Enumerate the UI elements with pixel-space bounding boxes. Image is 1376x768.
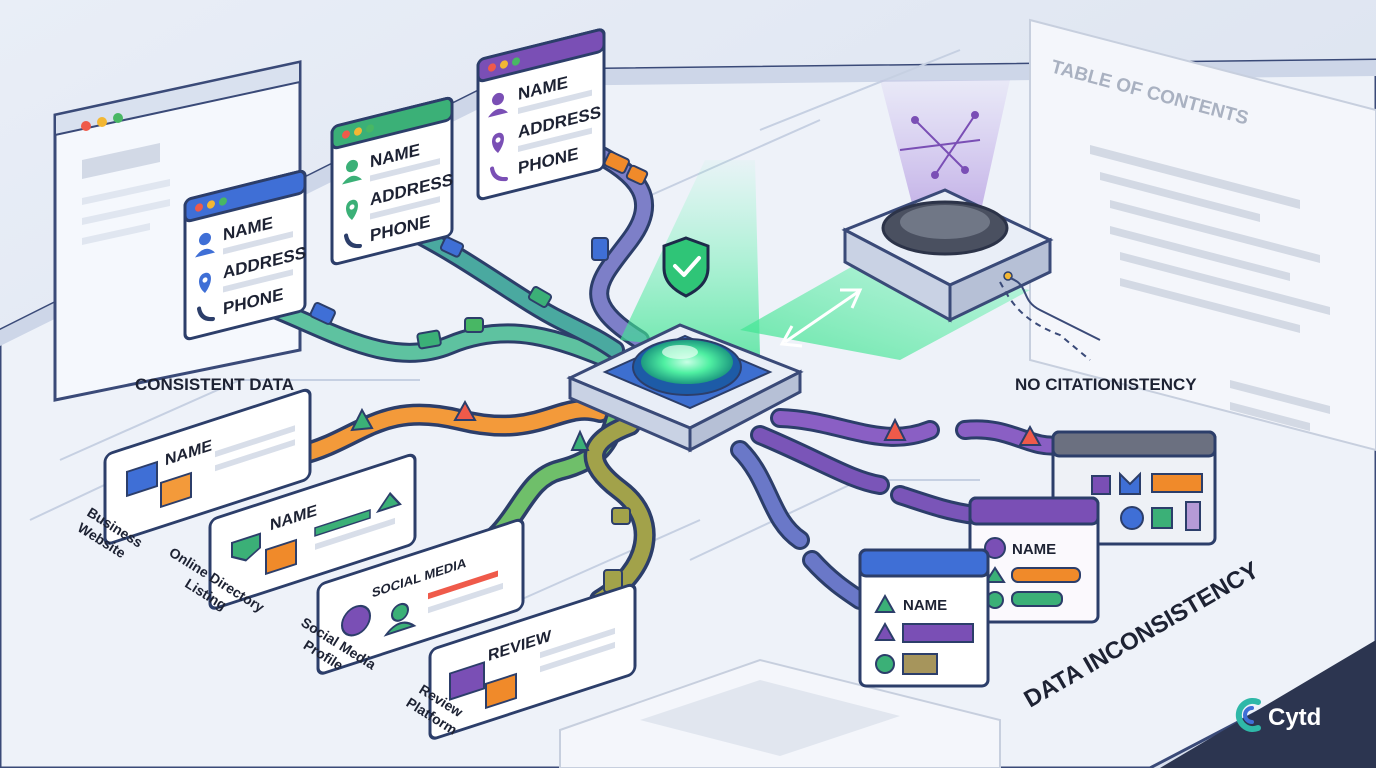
ai-node — [841, 80, 1101, 361]
board-traces — [29, 49, 1201, 601]
source-card-business: NAME — [103, 388, 312, 545]
phone-icon — [344, 233, 362, 249]
profile-card-purple: NAME ADDRESS PHONE — [476, 28, 606, 201]
data-packets — [309, 150, 649, 350]
no-citation-label: NO CITATIONISTENCY — [1015, 375, 1197, 394]
person-icon — [195, 232, 215, 258]
network-icon — [899, 111, 981, 179]
location-pin-icon — [346, 199, 358, 221]
dark-corner — [1160, 640, 1376, 768]
front-card-title: NAME — [903, 597, 947, 614]
person-icon — [488, 92, 508, 118]
middle-card-title: NAME — [1012, 541, 1056, 558]
source-card-social: SOCIAL MEDIA — [316, 518, 525, 675]
source-card-directory: NAME — [208, 453, 417, 610]
person-icon — [342, 159, 362, 185]
phone-icon — [197, 306, 215, 322]
consistent-data-label: CONSISTENT DATA — [135, 375, 294, 394]
source-card-review: REVIEW — [428, 583, 637, 740]
toc-panel: TABLE OF CONTENTS — [1029, 18, 1376, 452]
broken-pipes — [730, 408, 1070, 610]
source-markers — [350, 399, 631, 593]
inconsistent-card-middle: NAME — [968, 496, 1100, 624]
window-dot-red — [81, 121, 91, 131]
bottom-document — [559, 658, 1001, 768]
bidirectional-arrow — [779, 288, 863, 348]
profile-card-blue: NAME ADDRESS PHONE — [183, 169, 307, 341]
brand-logo: Cytd — [1235, 698, 1321, 732]
shield-check-icon — [662, 236, 710, 298]
window-dot-green — [113, 113, 123, 123]
location-pin-icon — [492, 132, 504, 154]
broken-markers — [883, 417, 1042, 446]
phone-icon — [490, 166, 508, 182]
inconsistent-card-front: NAME — [858, 548, 990, 688]
profile-card-green: NAME ADDRESS PHONE — [330, 96, 454, 266]
cytd-logo-icon — [1235, 698, 1261, 732]
location-pin-icon — [199, 272, 211, 294]
window-dot-yellow — [97, 117, 107, 127]
brand-name: Cytd — [1268, 704, 1321, 731]
